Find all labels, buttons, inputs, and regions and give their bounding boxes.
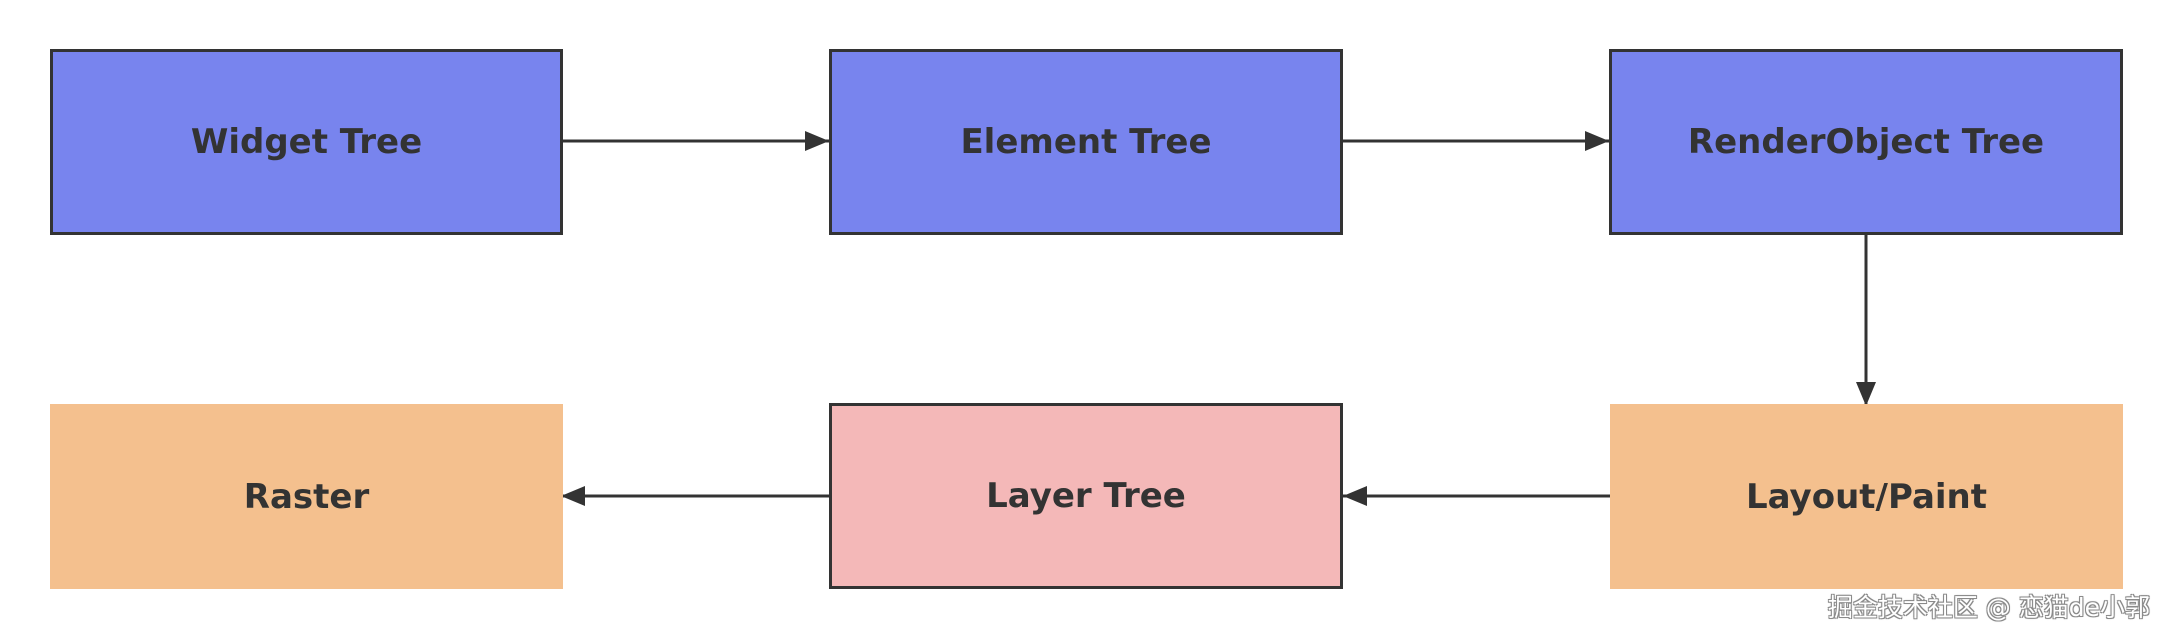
node-layer-tree: Layer Tree [829, 403, 1343, 589]
node-widget-tree-label: Widget Tree [190, 122, 423, 162]
node-widget-tree: Widget Tree [50, 49, 563, 235]
node-element-tree: Element Tree [829, 49, 1343, 235]
node-layout-paint-label: Layout/Paint [1745, 476, 1988, 517]
watermark: 掘金技术社区 @ 恋猫de小郭 [1827, 593, 2150, 622]
node-raster: Raster [50, 404, 563, 589]
node-raster-label: Raster [243, 476, 370, 517]
node-renderobject-tree-label: RenderObject Tree [1687, 122, 2045, 162]
node-layout-paint: Layout/Paint [1610, 404, 2123, 589]
node-renderobject-tree: RenderObject Tree [1609, 49, 2123, 235]
node-element-tree-label: Element Tree [960, 122, 1212, 162]
node-layer-tree-label: Layer Tree [986, 476, 1186, 516]
